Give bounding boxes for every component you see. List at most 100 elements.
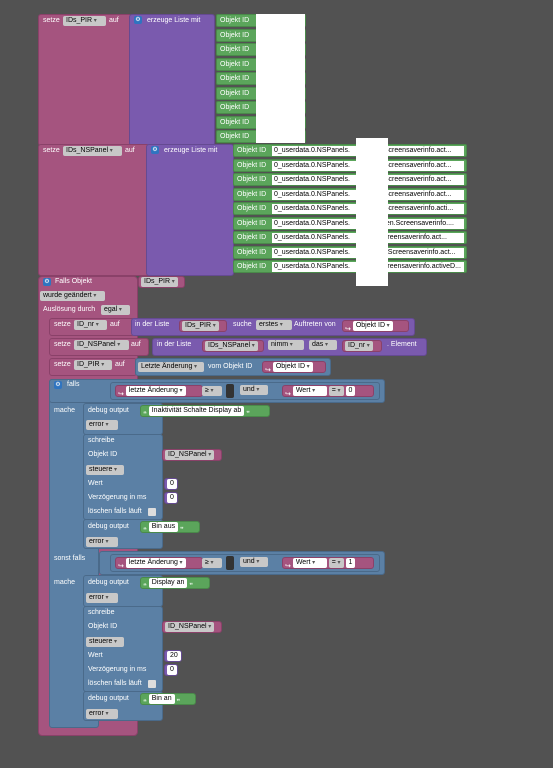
index-var-pill[interactable]: ID_nr <box>342 340 382 352</box>
write-mode-dropdown[interactable]: steuere <box>86 637 124 647</box>
write-label: schreibe <box>88 437 115 444</box>
debug-label: debug output <box>88 579 129 586</box>
debug-text-field[interactable]: Bin aus <box>148 522 179 532</box>
value-compare-pill[interactable]: ↪ Wert = 0 <box>282 385 374 398</box>
equals-dropdown[interactable]: = <box>328 386 344 396</box>
debug-text-field[interactable]: Inaktivität Schalte Display ab <box>148 406 245 416</box>
trigger-var-pill[interactable]: IDs_PIR <box>138 276 185 288</box>
value-var-dropdown[interactable]: Wert <box>292 386 327 396</box>
debug-text-field[interactable]: Display an <box>148 578 188 588</box>
create-list-block[interactable] <box>146 144 234 276</box>
number-field[interactable]: 1 <box>345 558 356 568</box>
list-var-dropdown[interactable]: IDs_NSPanel <box>205 341 258 351</box>
info-type-dropdown[interactable]: Letzte Änderung <box>138 362 204 372</box>
operator-dropdown[interactable]: ≥ <box>202 386 222 396</box>
gear-icon[interactable]: ⚙ <box>43 278 51 286</box>
equals-dropdown[interactable]: = <box>328 558 344 568</box>
trigger-cause-label: Auslösung durch <box>43 306 96 313</box>
object-id-pill[interactable]: ↪ Objekt ID <box>342 320 409 333</box>
target-var-pill[interactable]: ID_NSPanel <box>162 621 222 633</box>
list-var-pill[interactable]: IDs_NSPanel <box>202 340 264 352</box>
operator-dropdown[interactable]: ≥ <box>202 558 222 568</box>
set-keyword: setze <box>43 17 60 24</box>
compare-left-pill[interactable]: ↪ letzte Änderung <box>115 385 203 398</box>
create-list-block[interactable] <box>129 14 215 146</box>
object-id-dropdown[interactable]: Objekt ID <box>352 321 393 331</box>
gear-icon[interactable]: ⚙ <box>151 146 159 154</box>
debug-level-dropdown[interactable]: error <box>86 593 118 603</box>
delay-number-pill[interactable]: 0 <box>164 492 178 504</box>
gear-icon[interactable]: ⚙ <box>54 381 62 389</box>
gear-icon[interactable]: ⚙ <box>134 16 142 24</box>
clear-running-checkbox[interactable] <box>148 680 156 688</box>
position-dropdown[interactable]: das <box>309 340 337 350</box>
value-number-field[interactable]: 0 <box>167 479 177 489</box>
clear-running-checkbox[interactable] <box>148 508 156 516</box>
debug-text-pill[interactable]: ❝ Bin aus ❞ <box>140 521 200 534</box>
debug-text-pill[interactable]: ❝ Bin an ❞ <box>140 693 196 706</box>
set-keyword: setze <box>54 321 71 328</box>
empty-input-slot[interactable] <box>226 384 234 398</box>
target-var-dropdown[interactable]: ID_NSPanel <box>165 450 215 460</box>
value-label: Wert <box>88 480 103 487</box>
set-ids-nspanel-block[interactable] <box>38 144 150 276</box>
list-var-pill[interactable]: IDs_PIR <box>179 320 227 332</box>
delay-number-pill[interactable]: 0 <box>164 664 178 676</box>
value-number-pill[interactable]: 0 <box>164 478 178 490</box>
which-dropdown[interactable]: erstes <box>256 320 292 330</box>
object-id-label: Objekt ID <box>237 147 267 154</box>
var-dropdown-ids-pir[interactable]: IDs_PIR <box>63 16 106 26</box>
target-var-dropdown[interactable]: ID_NSPanel <box>165 622 215 632</box>
and-dropdown[interactable]: und <box>240 385 268 395</box>
write-block[interactable] <box>83 434 163 520</box>
debug-text-pill[interactable]: ❝ Display an ❞ <box>140 577 210 590</box>
create-list-label: erzeuge Liste mit <box>164 147 218 154</box>
delay-number-field[interactable]: 0 <box>167 493 177 503</box>
compare-left-pill[interactable]: ↪ letzte Änderung <box>115 557 203 570</box>
and-dropdown[interactable]: und <box>240 557 268 567</box>
debug-text-pill[interactable]: ❝ Inaktivität Schalte Display ab ❞ <box>140 405 270 418</box>
var-dropdown-id-pir[interactable]: ID_PIR <box>74 360 112 370</box>
set-ids-pir-block[interactable] <box>38 14 132 146</box>
debug-level-dropdown[interactable]: error <box>86 420 118 430</box>
value-compare-pill[interactable]: ↪ Wert = 1 <box>282 557 374 570</box>
delay-label: Verzögerung in ms <box>88 666 147 673</box>
list-var-dropdown[interactable]: IDs_PIR <box>182 321 219 331</box>
var-dropdown-ids-nspanel[interactable]: IDs_NSPanel <box>63 146 122 156</box>
var-dropdown-id-nr[interactable]: ID_nr <box>74 320 107 330</box>
debug-level-dropdown[interactable]: error <box>86 709 118 719</box>
number-field[interactable]: 0 <box>345 386 356 396</box>
trigger-var-dropdown[interactable]: IDs_PIR <box>141 277 178 287</box>
write-mode-dropdown[interactable]: steuere <box>86 465 124 475</box>
compare-left-dropdown[interactable]: letzte Änderung <box>125 558 186 568</box>
value-number-pill[interactable]: 20 <box>164 650 182 662</box>
delay-number-field[interactable]: 0 <box>167 665 177 675</box>
value-number-field[interactable]: 20 <box>167 651 181 661</box>
value-var-dropdown[interactable]: Wert <box>292 558 327 568</box>
debug-label: debug output <box>88 523 129 530</box>
object-id-dropdown[interactable]: Objekt ID <box>272 362 313 372</box>
trigger-mode-dropdown[interactable]: wurde geändert <box>40 291 105 301</box>
compare-left-dropdown[interactable]: letzte Änderung <box>125 386 186 396</box>
delay-label: Verzögerung in ms <box>88 494 147 501</box>
object-id-pill[interactable]: ↪ Objekt ID <box>262 361 326 374</box>
target-var-pill[interactable]: ID_NSPanel <box>162 449 222 461</box>
debug-level-dropdown[interactable]: error <box>86 537 118 547</box>
debug-text-field[interactable]: Bin an <box>148 694 175 704</box>
take-dropdown[interactable]: nimm <box>268 340 304 350</box>
empty-input-slot[interactable] <box>226 556 234 570</box>
index-var-dropdown[interactable]: ID_nr <box>345 341 373 351</box>
on-keyword: auf <box>109 17 119 24</box>
var-dropdown-id-nspanel[interactable]: ID_NSPanel <box>74 340 129 350</box>
else-if-label: sonst falls <box>54 555 86 562</box>
trigger-cause-dropdown[interactable]: egal <box>101 305 130 315</box>
